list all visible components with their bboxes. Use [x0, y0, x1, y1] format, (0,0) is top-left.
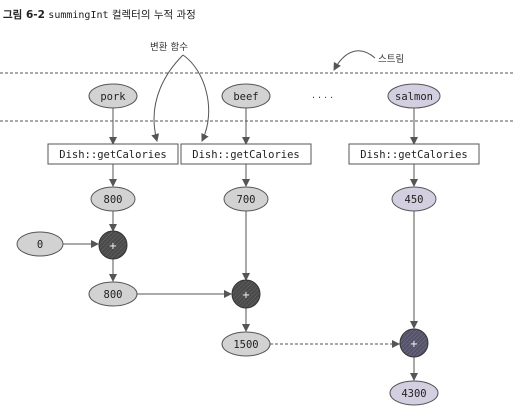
dish-salmon: salmon: [387, 83, 441, 109]
partial-sum-800-value: 800: [104, 289, 123, 301]
method-label-beef: Dish::getCalories: [192, 149, 299, 161]
transform-arrow-right: [182, 54, 210, 142]
partial-sum-1500-value: 1500: [233, 339, 258, 351]
caption-code: summingInt: [48, 10, 109, 21]
plus-operator-2: +: [231, 279, 261, 309]
plus-symbol-2: +: [242, 290, 250, 301]
dish-beef: beef: [221, 83, 271, 109]
method-box-pork: Dish::getCalories: [47, 143, 179, 165]
dish-pork-label: pork: [100, 91, 126, 103]
figure-number: 그림 6-2: [3, 9, 45, 21]
stream-label: 스트림: [378, 53, 404, 65]
calories-pork: 800: [90, 186, 136, 212]
figure-caption: 그림 6-2 summingInt 컬렉터의 누적 과정: [3, 7, 196, 22]
plus-operator-1: +: [98, 230, 128, 260]
method-label-salmon: Dish::getCalories: [360, 149, 467, 161]
plus-symbol-3: +: [410, 339, 418, 350]
method-box-beef: Dish::getCalories: [180, 143, 312, 165]
dish-pork: pork: [88, 83, 138, 109]
plus-symbol-1: +: [109, 241, 117, 252]
calories-beef-value: 700: [237, 194, 256, 206]
final-sum-value: 4300: [401, 388, 426, 400]
stream-arrow: [333, 50, 376, 71]
ellipsis-label: · · · ·: [312, 93, 333, 104]
calories-pork-value: 800: [104, 194, 123, 206]
dish-salmon-label: salmon: [395, 91, 433, 103]
method-box-salmon: Dish::getCalories: [348, 143, 480, 165]
calories-salmon: 450: [391, 186, 437, 212]
transform-arrow-left: [151, 54, 184, 142]
calories-beef: 700: [223, 186, 269, 212]
calories-salmon-value: 450: [405, 194, 424, 206]
plus-operator-3: +: [399, 328, 429, 358]
dish-beef-label: beef: [233, 91, 258, 103]
partial-sum-1500: 1500: [221, 331, 271, 357]
transform-function-label: 변환 함수: [150, 41, 188, 53]
method-label-pork: Dish::getCalories: [59, 149, 166, 161]
partial-sum-800: 800: [88, 281, 138, 307]
initial-value-text: 0: [37, 239, 43, 251]
final-sum: 4300: [389, 380, 439, 406]
initial-value: 0: [16, 231, 64, 257]
caption-text: 컬렉터의 누적 과정: [108, 9, 196, 21]
